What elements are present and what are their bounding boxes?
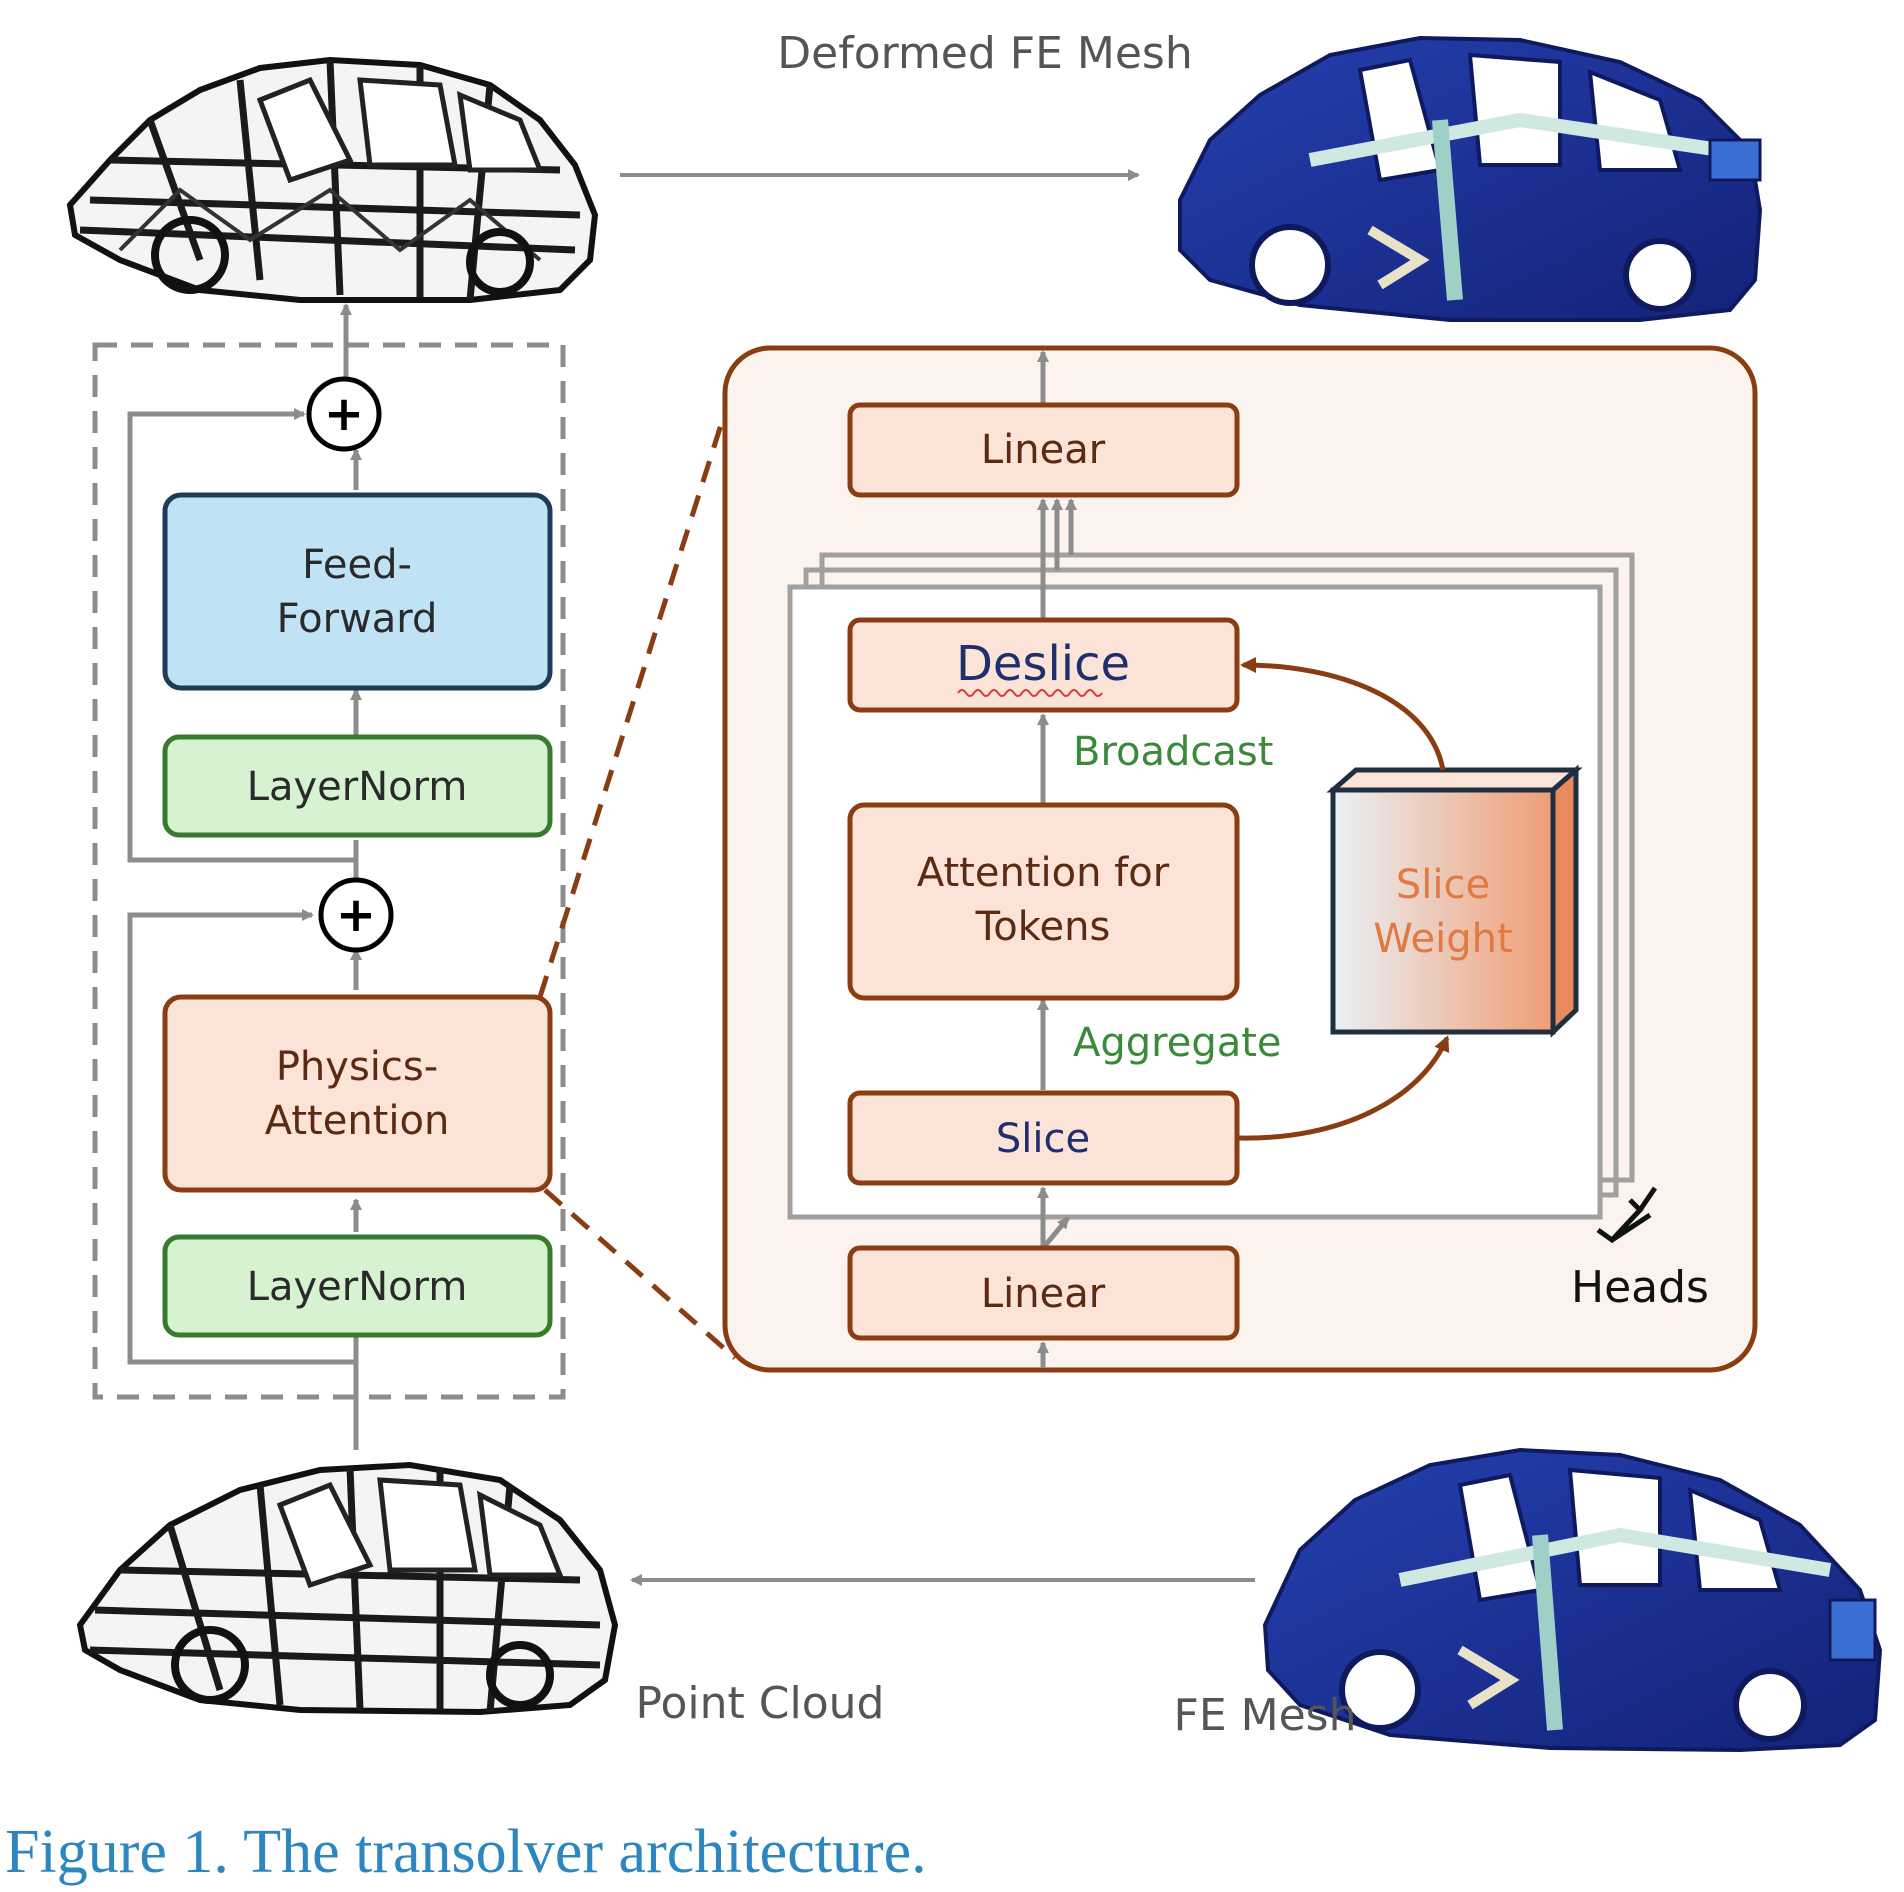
svg-text:Forward: Forward bbox=[277, 596, 438, 642]
deformed-fe-mesh-label: Deformed FE Mesh bbox=[777, 28, 1192, 79]
slice-weight-3d-box-icon: Slice Weight bbox=[1326, 764, 1583, 1038]
svg-text:Tokens: Tokens bbox=[975, 904, 1111, 950]
svg-text:Feed-: Feed- bbox=[302, 542, 412, 588]
encoder-block-dashed bbox=[92, 342, 566, 1400]
svg-text:Linear: Linear bbox=[981, 1271, 1106, 1317]
slice-box: Slice bbox=[847, 1090, 1240, 1186]
zoom-connectors bbox=[537, 411, 737, 1360]
figure-caption: Figure 1. The transolver architecture. bbox=[5, 1818, 927, 1886]
layernorm-bottom-box: LayerNorm bbox=[162, 1234, 553, 1338]
broadcast-label: Broadcast bbox=[1073, 729, 1273, 775]
plus-circle-icon: + bbox=[306, 376, 382, 452]
heads-brace-icon bbox=[1596, 1186, 1658, 1244]
point-cloud-label: Point Cloud bbox=[636, 1678, 885, 1729]
linear-bottom-box: Linear bbox=[847, 1245, 1240, 1341]
slice-weight-flows bbox=[1238, 657, 1450, 1141]
plus-circle-icon: + bbox=[318, 877, 394, 953]
top-fe-mesh-car-icon bbox=[1178, 35, 1763, 322]
svg-text:Slice: Slice bbox=[996, 1116, 1090, 1162]
linear-top-box: Linear bbox=[847, 402, 1240, 498]
svg-text:Slice: Slice bbox=[1396, 862, 1490, 908]
svg-text:+: + bbox=[324, 386, 364, 442]
fe-mesh-label: FE Mesh bbox=[1174, 1690, 1357, 1741]
svg-text:Attention: Attention bbox=[265, 1098, 450, 1144]
svg-text:Attention for: Attention for bbox=[917, 850, 1170, 896]
bottom-fe-mesh-car-icon bbox=[1262, 1447, 1883, 1753]
attention-for-tokens-box: Attention for Tokens bbox=[847, 802, 1240, 1001]
bottom-wireframe-car-icon bbox=[76, 1461, 619, 1716]
detail-connectors bbox=[1037, 350, 1077, 1368]
aggregate-label: Aggregate bbox=[1073, 1020, 1282, 1066]
encoder-connectors bbox=[127, 303, 362, 1450]
deslice-box: Deslice bbox=[847, 617, 1240, 713]
svg-text:LayerNorm: LayerNorm bbox=[247, 764, 468, 810]
feed-forward-box: Feed- Forward bbox=[162, 492, 553, 691]
svg-text:Physics-: Physics- bbox=[276, 1044, 438, 1090]
top-wireframe-car-icon bbox=[66, 56, 599, 303]
heads-label: Heads bbox=[1571, 1262, 1709, 1313]
physics-attention-box: Physics- Attention bbox=[162, 994, 553, 1193]
svg-text:+: + bbox=[336, 887, 376, 943]
svg-text:LayerNorm: LayerNorm bbox=[247, 1264, 468, 1310]
svg-text:Deslice: Deslice bbox=[956, 636, 1130, 692]
svg-text:Linear: Linear bbox=[981, 427, 1106, 473]
svg-text:Weight: Weight bbox=[1373, 916, 1512, 962]
layernorm-top-box: LayerNorm bbox=[162, 734, 553, 838]
